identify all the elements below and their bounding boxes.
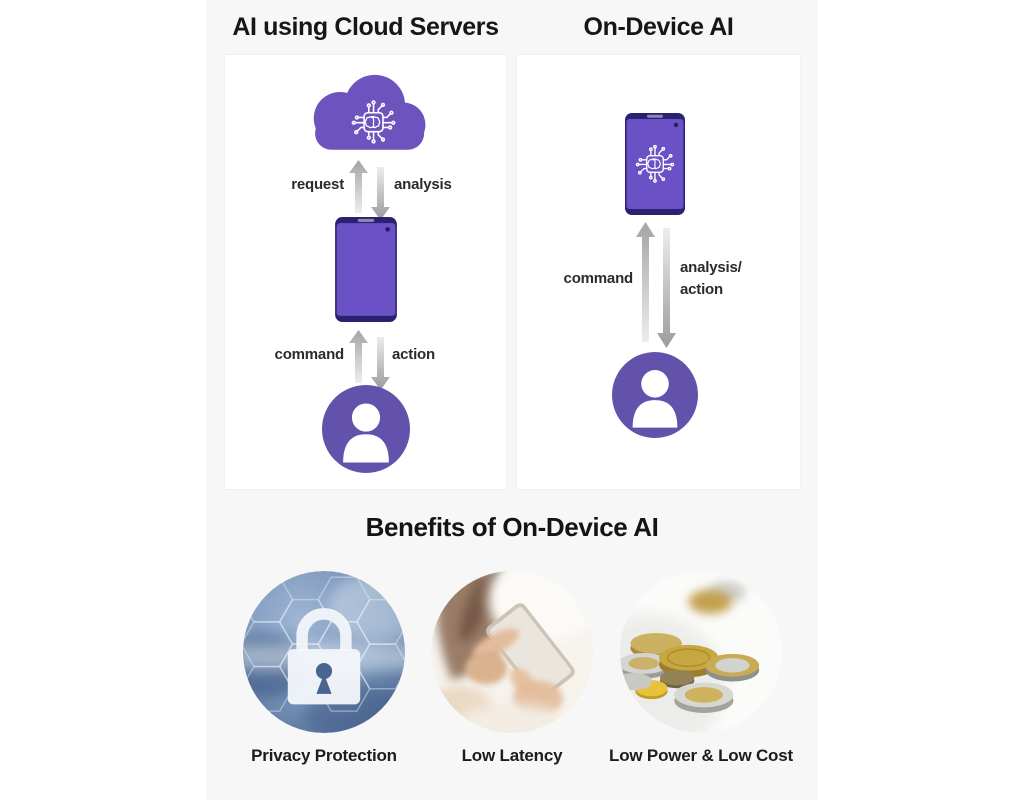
padlock-hexagon-security-photo (243, 571, 405, 733)
hands-using-smartphone-photo (431, 571, 593, 733)
low-power-cost-image (620, 571, 782, 733)
coin-cluster (620, 632, 760, 713)
ondevice-column-title: On-Device AI (583, 13, 734, 41)
analysis-action-label: analysis/ action (680, 257, 742, 301)
cloud-column-title: AI using Cloud Servers (232, 13, 499, 41)
infographic-band: AI using Cloud Servers On-Device AI requ… (206, 0, 818, 800)
arrow-down-icon (657, 228, 676, 348)
command-label: command (563, 270, 634, 287)
smartphone-ai-chip-icon (625, 113, 685, 215)
privacy-protection-image (243, 571, 405, 733)
ondevice-ai-card: command analysis/ action (517, 55, 800, 489)
arrow-up-icon (349, 160, 368, 213)
benefits-title: Benefits of On-Device AI (365, 512, 659, 542)
coins-money-photo (620, 571, 782, 733)
low-power-cost-caption: Low Power & Low Cost (609, 746, 793, 765)
person-avatar-icon (322, 385, 410, 473)
analysis-label: analysis (394, 176, 452, 193)
person-avatar-icon (612, 352, 698, 438)
arrow-up-icon (636, 222, 655, 342)
smartphone-icon (335, 217, 397, 322)
cloud-ai-card: request analysis command action (225, 55, 506, 489)
analysis-action-line1: analysis/ (680, 259, 742, 276)
arrow-up-icon (349, 330, 368, 383)
low-latency-caption: Low Latency (461, 746, 563, 765)
action-label: action (392, 346, 435, 363)
blurred-coins (688, 581, 746, 614)
request-label: request (291, 176, 344, 193)
arrow-down-icon (371, 337, 390, 390)
cloud-ai-chip-icon (313, 74, 426, 150)
padlock-icon (287, 608, 361, 705)
command-label: command (274, 346, 345, 363)
arrow-down-icon (371, 167, 390, 220)
analysis-action-line2: action (680, 281, 723, 298)
privacy-protection-caption: Privacy Protection (251, 746, 397, 765)
low-latency-image (431, 571, 593, 733)
